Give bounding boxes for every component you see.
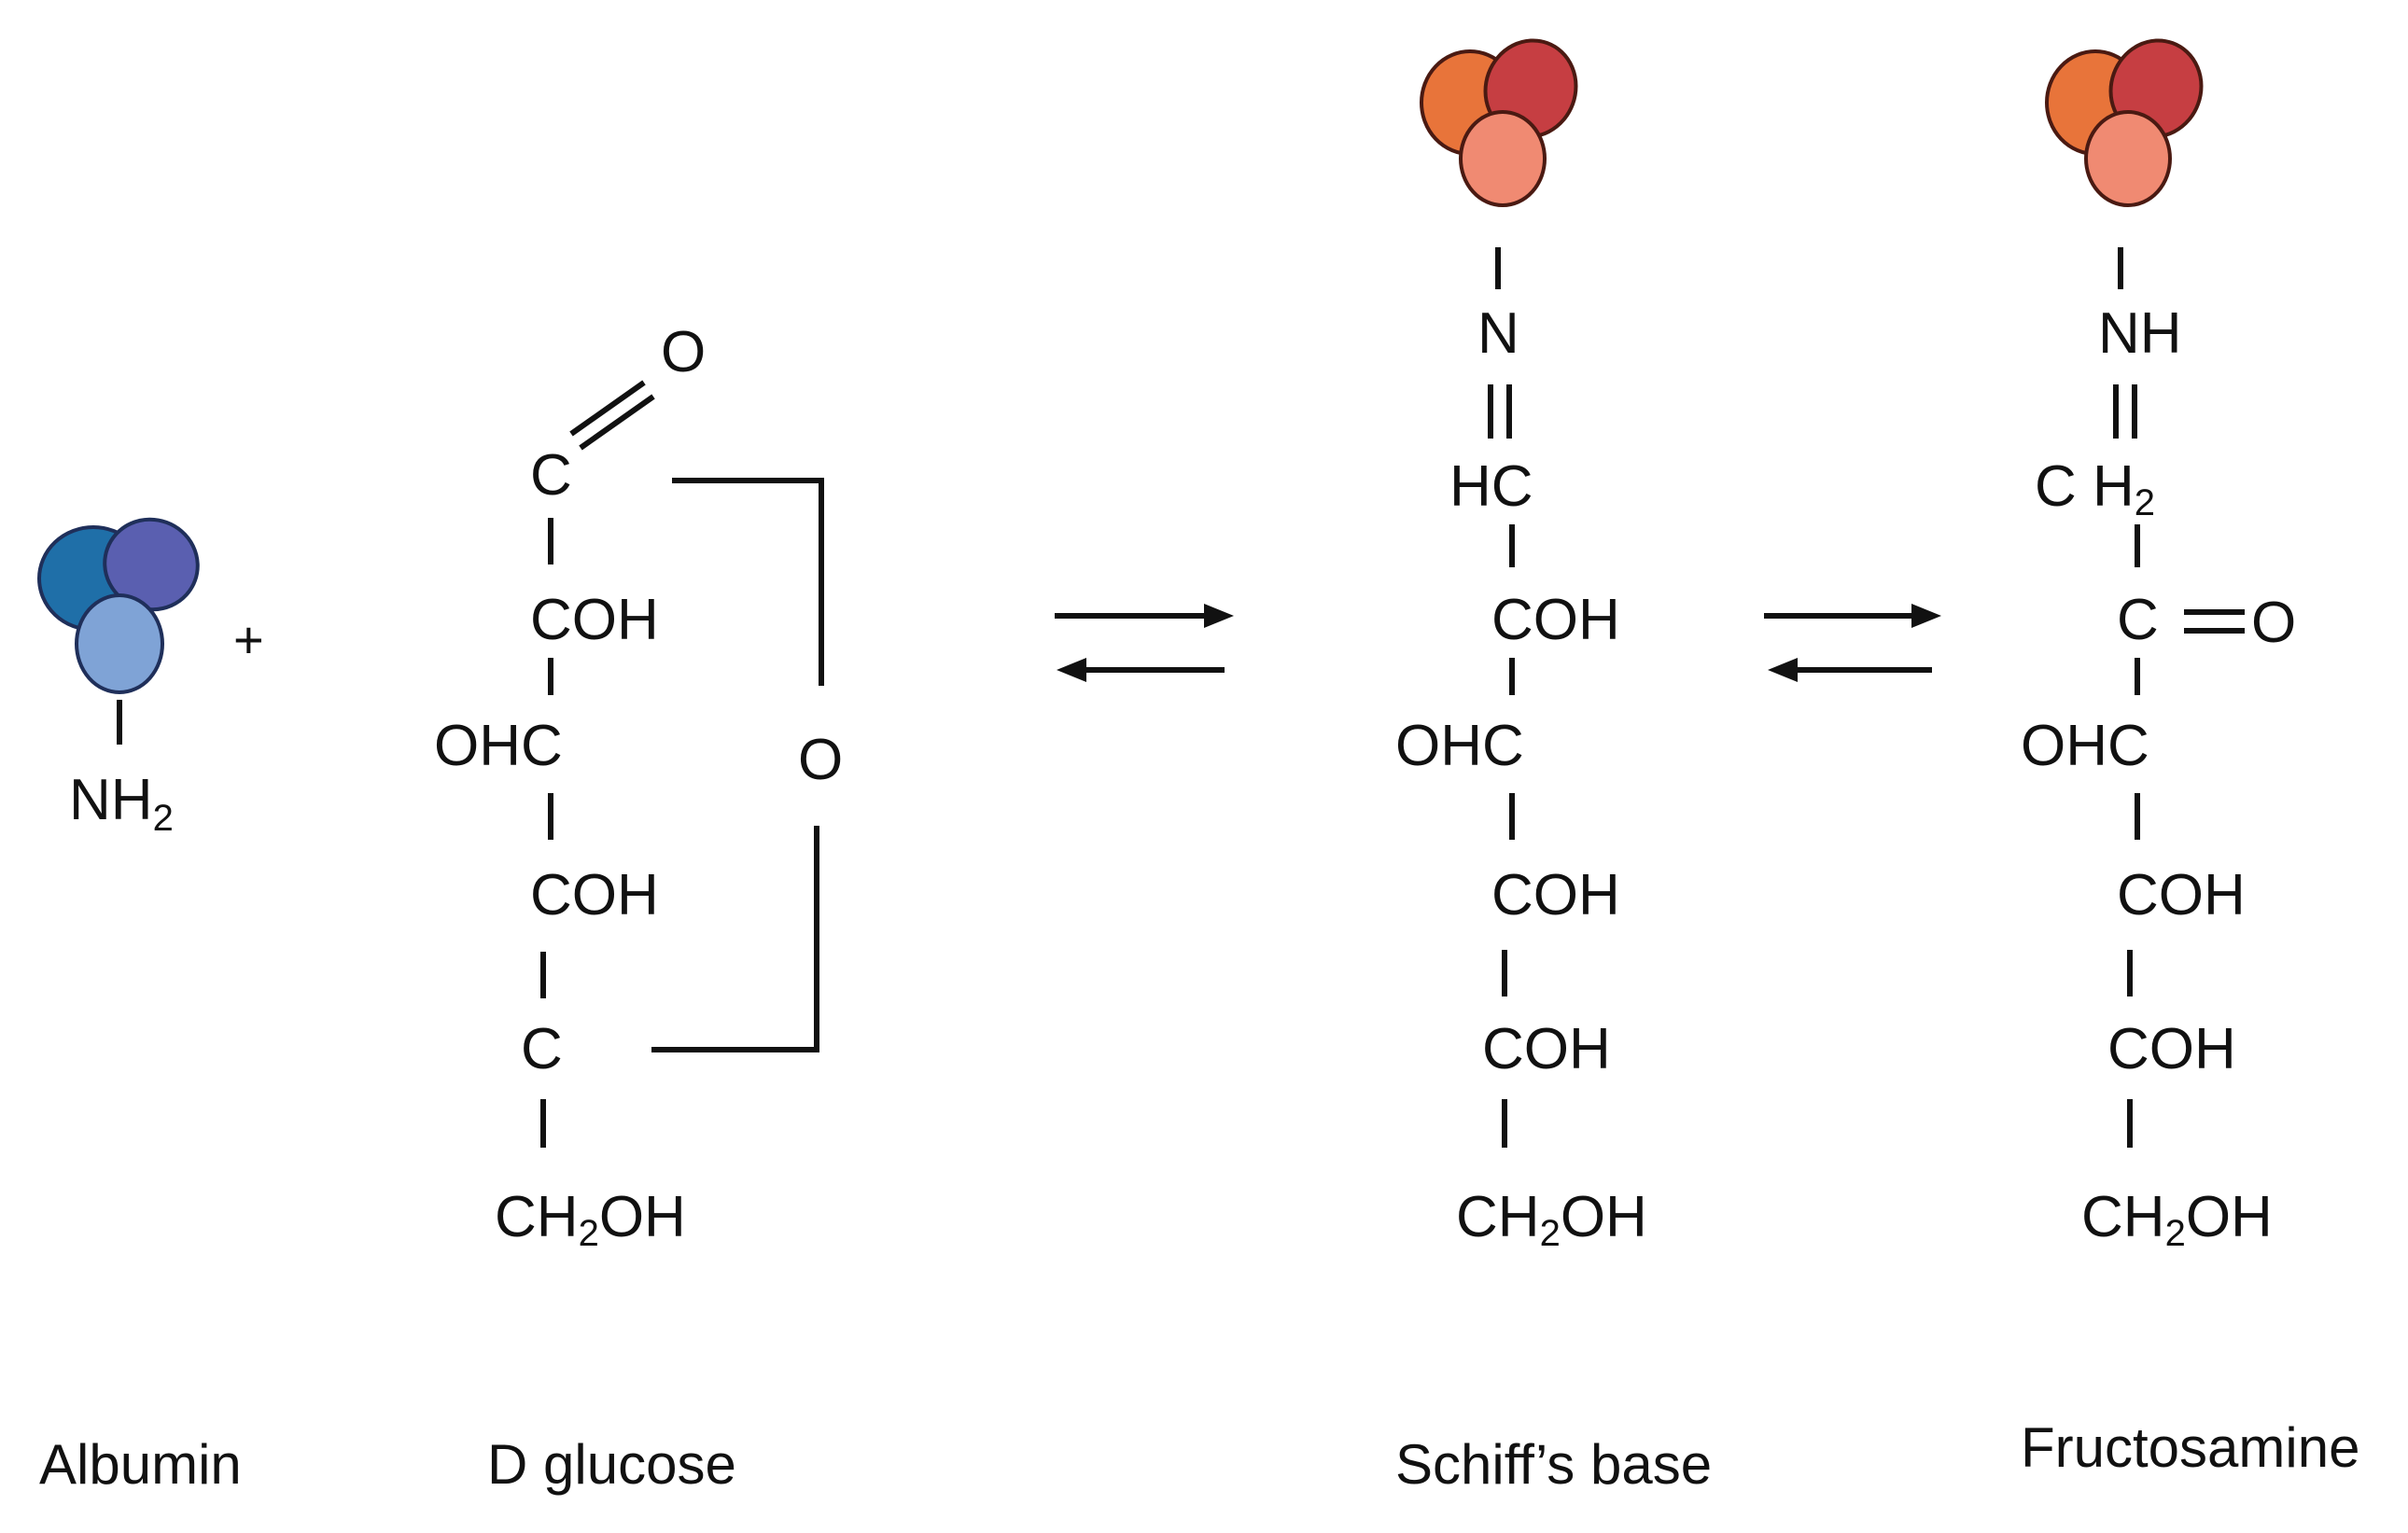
glucose-c5: C (521, 1017, 563, 1081)
glucose-c3: OHC (434, 714, 563, 778)
fructosamine-caption: Fructosamine (2021, 1416, 2359, 1479)
fructosamine-carbonyl-o: O (2251, 591, 2296, 655)
schiff-c4: COH (1491, 863, 1620, 927)
plus-sign: + (233, 610, 264, 669)
equilibrium-arrows-2 (1764, 604, 1941, 682)
glucose-c2: COH (530, 588, 659, 652)
schiff-n: N (1477, 301, 1519, 366)
glucose-c6: CH2OH (495, 1185, 686, 1254)
fructosamine-ch2: C H2 (2035, 454, 2155, 523)
equilibrium-arrows-1 (1055, 604, 1234, 682)
fructosamine-c6: CH2OH (2081, 1185, 2273, 1254)
schiffs-base-protein-icon (1420, 38, 1578, 207)
glucose-ring-o: O (798, 728, 843, 792)
schiff-hc: HC (1449, 454, 1533, 519)
glucose-c4: COH (530, 863, 659, 927)
glucose-c1: C (530, 443, 572, 508)
glucose-ring-top-bond (672, 478, 824, 686)
glucose-ring-bottom-bond (651, 826, 819, 1052)
schiff-c6: CH2OH (1456, 1185, 1647, 1254)
schiff-c5: COH (1482, 1017, 1611, 1081)
glucose-double-bond-a (569, 380, 646, 437)
albumin-amine-label: NH2 (69, 768, 174, 839)
d-glucose-structure: O C COH OHC O COH C CH2OH (434, 320, 843, 1254)
glucose-carbonyl-o: O (661, 320, 706, 384)
schiff-c2: COH (1491, 588, 1620, 652)
albumin-caption: Albumin (39, 1433, 242, 1496)
schiffs-base-caption: Schiff’s base (1395, 1433, 1712, 1496)
d-glucose-caption: D glucose (487, 1433, 736, 1496)
schiff-c3: OHC (1395, 714, 1524, 778)
fructosamine-protein-icon (2045, 38, 2204, 207)
fructosamine-c2: C (2117, 588, 2159, 652)
fructosamine-c3: OHC (2021, 714, 2149, 778)
fructosamine-nh: NH (2098, 301, 2182, 366)
fructosamine-c5: COH (2107, 1017, 2236, 1081)
glucose-double-bond-b (579, 394, 655, 451)
fructosamine-c4: COH (2117, 863, 2246, 927)
albumin-protein-icon (37, 517, 200, 694)
